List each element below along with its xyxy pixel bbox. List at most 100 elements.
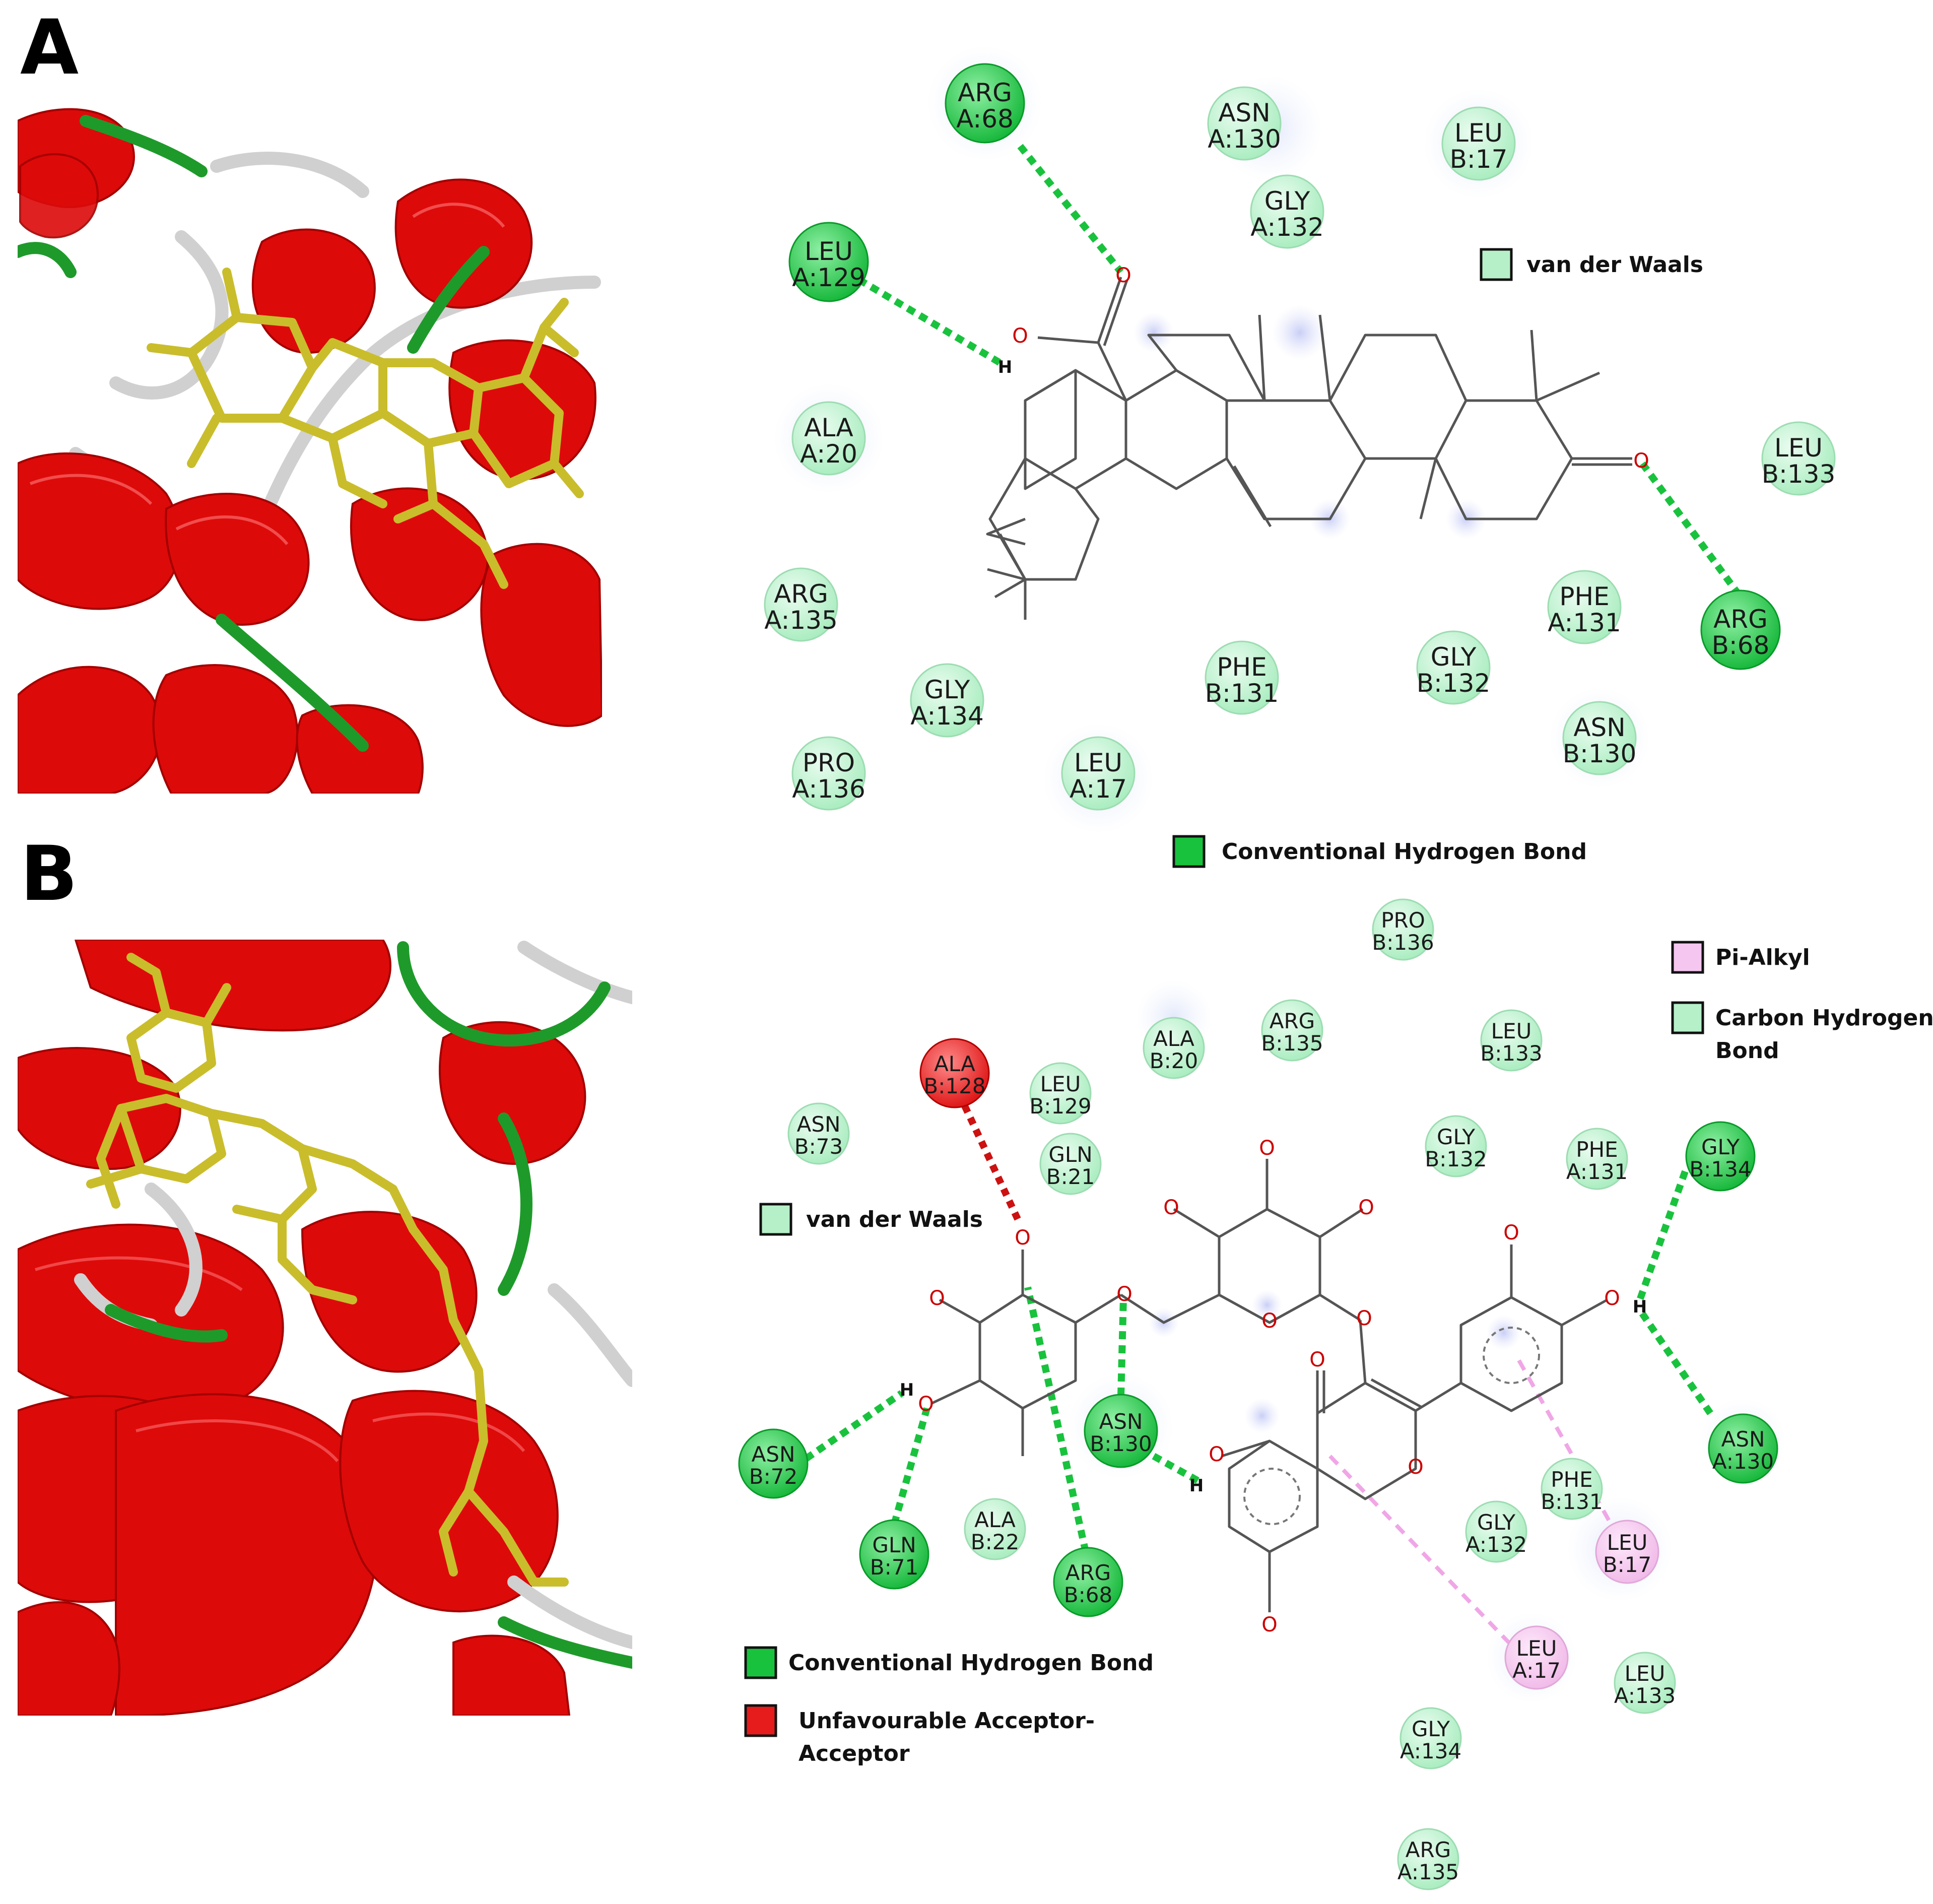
residue-name: ARG <box>1406 1837 1451 1862</box>
residue-id: A:68 <box>956 104 1014 134</box>
residue-disc <box>1761 421 1836 496</box>
residue-disc <box>1504 1625 1569 1690</box>
atom-o: O <box>1358 1196 1374 1219</box>
residue-id: A:20 <box>800 439 857 469</box>
residue-name: ASN <box>752 1442 795 1467</box>
residue-name: LEU <box>1040 1072 1081 1096</box>
residue-name: LEU <box>1774 433 1823 463</box>
residue-disc <box>1480 1009 1543 1072</box>
residue-name: PHE <box>1559 582 1609 611</box>
residue-name: GLN <box>872 1533 916 1557</box>
residue-id: A:130 <box>1208 124 1281 154</box>
residue-disc <box>1700 589 1781 670</box>
residue-disc <box>1205 640 1279 715</box>
residue-id: A:132 <box>1250 213 1324 242</box>
residue-id: B:129 <box>1029 1094 1091 1119</box>
residue-disc <box>791 736 866 811</box>
residue-name: PHE <box>1551 1467 1592 1492</box>
atom-o: O <box>929 1287 945 1310</box>
residue-id: A:132 <box>1465 1532 1527 1557</box>
residue-disc <box>787 1102 850 1165</box>
panel-b-letter: B <box>20 830 78 918</box>
atom-labels-a: O O H O <box>998 264 1649 473</box>
atom-o: O <box>1163 1196 1179 1219</box>
legend-unfav-label: Unfavourable Acceptor-Acceptor <box>798 1708 1095 1766</box>
halos-b <box>1068 980 1786 1703</box>
hbond-lines-b <box>804 1170 1713 1553</box>
residue-id: B:131 <box>1205 679 1279 708</box>
aromatic-rings <box>1243 1327 1540 1525</box>
panel-b-interaction-diagram: O O O O H O O O O O O O O H O O O H PROB… <box>738 898 1933 1890</box>
halos-a <box>773 45 1650 834</box>
residue-name: LEU <box>1454 118 1503 148</box>
residue-id: B:135 <box>1261 1031 1323 1056</box>
atom-labels-b: O O O O H O O O O O O O O H O O O H <box>900 1137 1647 1636</box>
residue-id: B:21 <box>1046 1164 1095 1189</box>
turn-segments-b <box>105 941 632 1669</box>
residue-disc <box>1039 1133 1102 1195</box>
residue-name: GLY <box>1264 186 1310 216</box>
triterpenoid-skeleton <box>986 277 1632 620</box>
residue-name: LEU <box>1625 1661 1665 1686</box>
atom-o: O <box>1015 1226 1030 1250</box>
legend-hbond-label: Conventional Hydrogen Bond <box>1222 839 1587 865</box>
residue-disc <box>1547 570 1622 644</box>
residue-disc <box>1372 898 1434 961</box>
atom-o-4p: O <box>1604 1287 1620 1310</box>
residue-disc <box>1250 174 1324 249</box>
residue-id: A:129 <box>792 263 865 292</box>
atom-o-3p: O <box>1503 1221 1519 1244</box>
residue-id: B:128 <box>923 1074 985 1098</box>
ligand-sticks <box>147 268 584 589</box>
atom-h: H <box>1633 1297 1647 1317</box>
legend-hbond-swatch <box>744 1646 777 1679</box>
atom-o-ether: O <box>1356 1307 1372 1330</box>
residue-id: A:134 <box>1400 1739 1461 1763</box>
residue-name: ALA <box>804 413 853 442</box>
residue-id: A:130 <box>1712 1449 1774 1474</box>
legend-hbond-label: Conventional Hydrogen Bond <box>788 1650 1154 1676</box>
residue-id: B:133 <box>1480 1041 1542 1066</box>
residue-name: ASN <box>797 1112 841 1137</box>
legend-vdw-swatch <box>759 1203 792 1236</box>
residue-name: PHE <box>1217 652 1267 682</box>
residue-disc <box>1708 1413 1778 1484</box>
residue-id: B:134 <box>1689 1157 1751 1181</box>
residue-id: B:17 <box>1450 145 1508 174</box>
residue-id: A:133 <box>1614 1683 1676 1708</box>
residue-name: ARG <box>958 78 1012 107</box>
residue-disc <box>1053 1547 1123 1617</box>
residue-id: B:132 <box>1417 669 1491 698</box>
residue-id: A:135 <box>1397 1860 1459 1884</box>
residue-disc <box>1541 1458 1603 1520</box>
residue-id: B:68 <box>1064 1583 1112 1607</box>
legend-a: van der Waals Conventional Hydrogen Bond <box>1172 248 1703 868</box>
legend-pialkyl-swatch <box>1671 941 1704 974</box>
residue-id: A:17 <box>1070 774 1127 804</box>
residue-name: GLY <box>1412 1717 1450 1741</box>
helix-highlights <box>29 203 505 545</box>
residue-disc <box>1397 1828 1459 1890</box>
residue-id: B:130 <box>1563 739 1637 768</box>
residue-disc <box>1685 1121 1756 1192</box>
